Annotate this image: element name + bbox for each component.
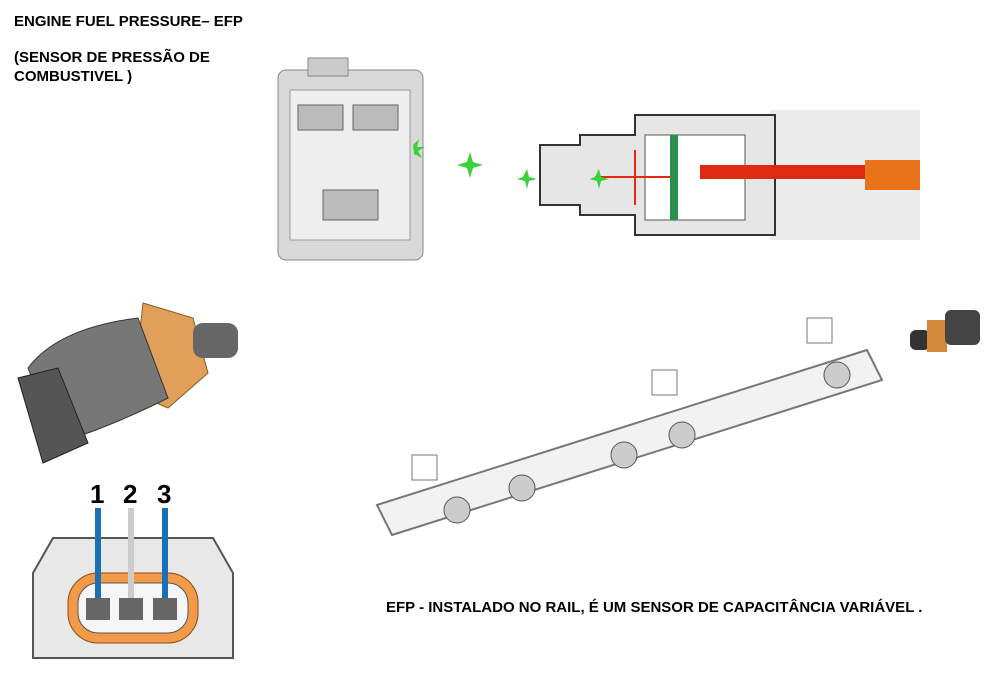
pin-label-2: 2 (123, 479, 138, 509)
connector-pinout-image (32, 508, 234, 659)
subtitle: (SENSOR DE PRESSÃO DE COMBUSTIVEL ) (14, 49, 210, 85)
caption: EFP - INSTALADO NO RAIL, É UM SENSOR DE … (386, 599, 923, 616)
small-sensor-image (910, 310, 980, 352)
pin-label-3: 3 (157, 479, 172, 509)
sensor-cross-section-image (517, 110, 920, 240)
pin-label-1: 1 (90, 479, 105, 509)
signal-star-icon (457, 152, 483, 178)
pressure-sensor-image (17, 302, 238, 464)
title: ENGINE FUEL PRESSURE– EFP (14, 13, 243, 30)
fuel-rail-image (375, 317, 884, 537)
ecu-module-image (277, 57, 425, 261)
